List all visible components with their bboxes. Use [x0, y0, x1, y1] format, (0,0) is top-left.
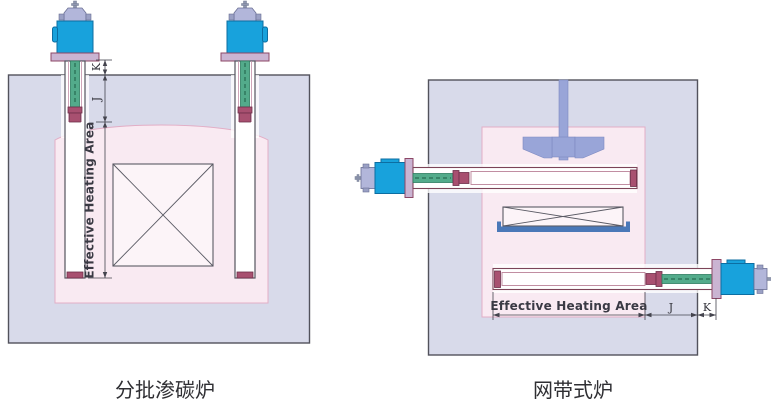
probe-head-bump	[52, 26, 58, 43]
mesh-belt	[497, 226, 630, 232]
fan-hub	[551, 136, 576, 158]
probe-head	[720, 263, 755, 295]
effective-heating-area-label: Effective Heating Area	[490, 299, 647, 313]
dim-k-label: K	[703, 301, 712, 314]
oxygen-probe-right	[220, 0, 270, 279]
fan-shaft	[558, 79, 569, 161]
mesh-belt-furnace-diagram: Effective Heating Area J K 网带式炉	[354, 79, 771, 402]
batch-furnace-diagram: K J Effective Heating Area 分批渗碳炉	[7, 0, 311, 402]
dimension-annotations: K J Effective Heating Area	[83, 59, 112, 279]
workload-box	[112, 163, 214, 267]
oxygen-probe-lower	[492, 259, 771, 299]
probe-head-bump	[262, 26, 268, 43]
circulation-fan	[522, 79, 605, 161]
fan-blade-left	[522, 136, 553, 159]
dim-j-label: J	[668, 301, 673, 314]
workload-on-belt	[497, 206, 630, 232]
oxygen-probe-upper	[354, 158, 638, 198]
right-caption: 网带式炉	[533, 378, 613, 402]
left-caption: 分批渗碳炉	[115, 378, 215, 402]
effective-heating-area-label: Effective Heating Area	[83, 121, 97, 278]
dim-k-label: K	[90, 62, 103, 71]
probe-head	[374, 162, 407, 194]
dim-j-label: J	[90, 97, 103, 102]
dimension-annotations: Effective Heating Area J K	[490, 292, 717, 320]
oxygen-probe-left	[50, 0, 100, 279]
fan-blade-right	[574, 136, 605, 159]
